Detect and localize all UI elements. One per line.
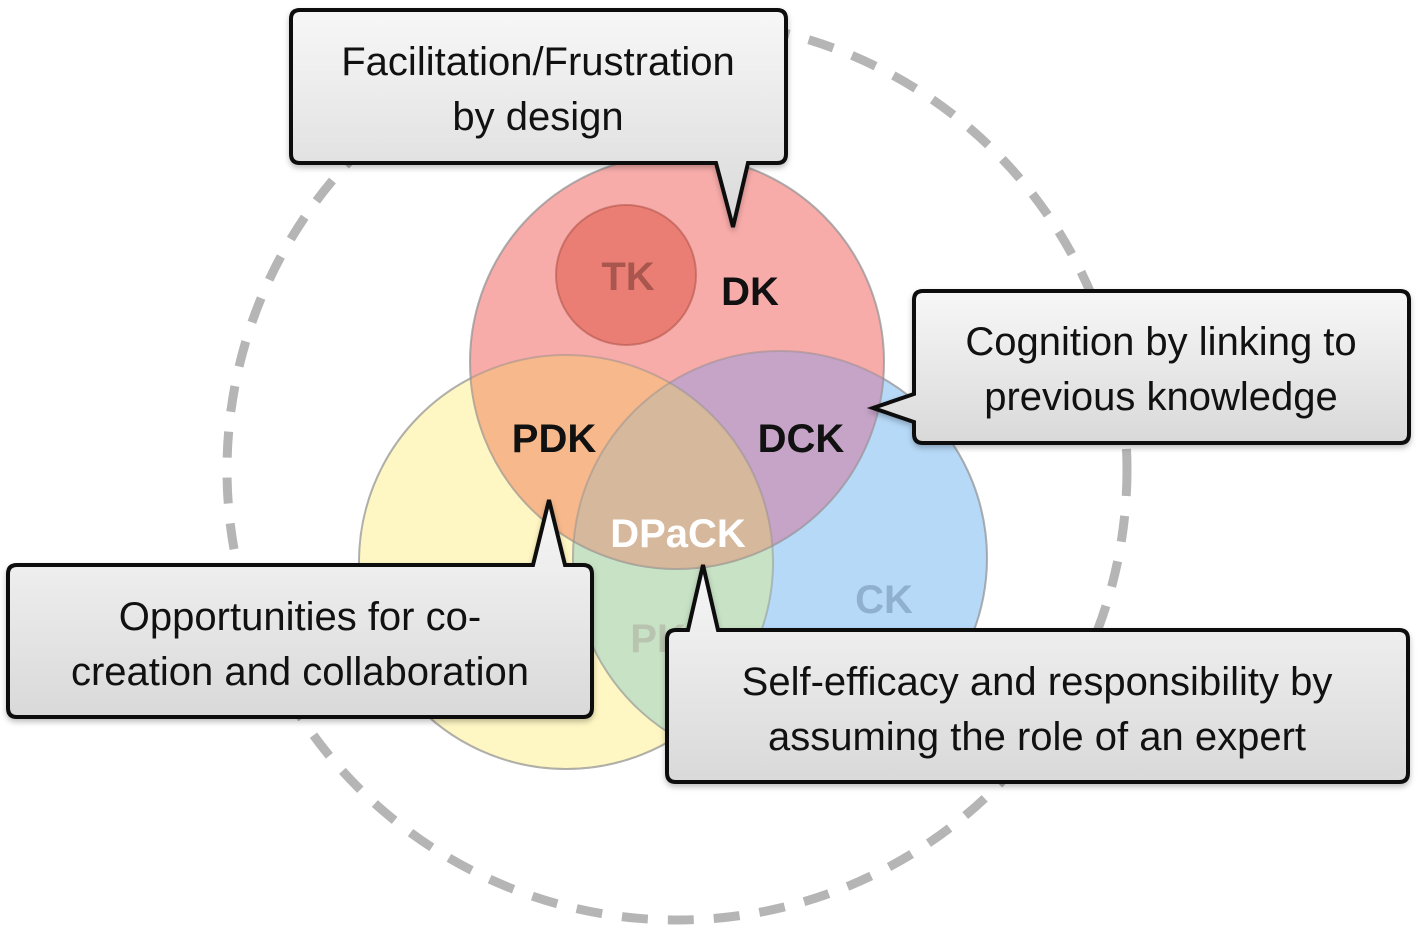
dpack-label: DPaCK — [610, 512, 746, 556]
dk-label: DK — [721, 270, 779, 314]
callout-bottom-right-line1: Self-efficacy and responsibility by — [742, 660, 1333, 704]
callout-right — [866, 289, 1411, 445]
callout-top-line1: Facilitation/Frustration — [341, 40, 734, 84]
callout-bottom-right — [665, 564, 1410, 784]
ck-label: CK — [855, 578, 913, 622]
pdk-label: PDK — [512, 417, 597, 461]
callout-bottom-right-line2: assuming the role of an expert — [768, 715, 1306, 759]
callout-left-line1: Opportunities for co- — [119, 595, 481, 639]
dck-label: DCK — [758, 417, 845, 461]
callout-right-line2: previous knowledge — [984, 375, 1338, 419]
callout-top — [289, 8, 788, 228]
callout-top-line2: by design — [452, 95, 623, 139]
tk-circle — [555, 204, 697, 346]
callout-left — [6, 499, 594, 719]
dpack-overlap — [573, 355, 773, 569]
callout-left-line2: creation and collaboration — [71, 650, 529, 694]
callout-right-line1: Cognition by linking to — [965, 320, 1356, 364]
tk-label: TK — [601, 255, 654, 299]
